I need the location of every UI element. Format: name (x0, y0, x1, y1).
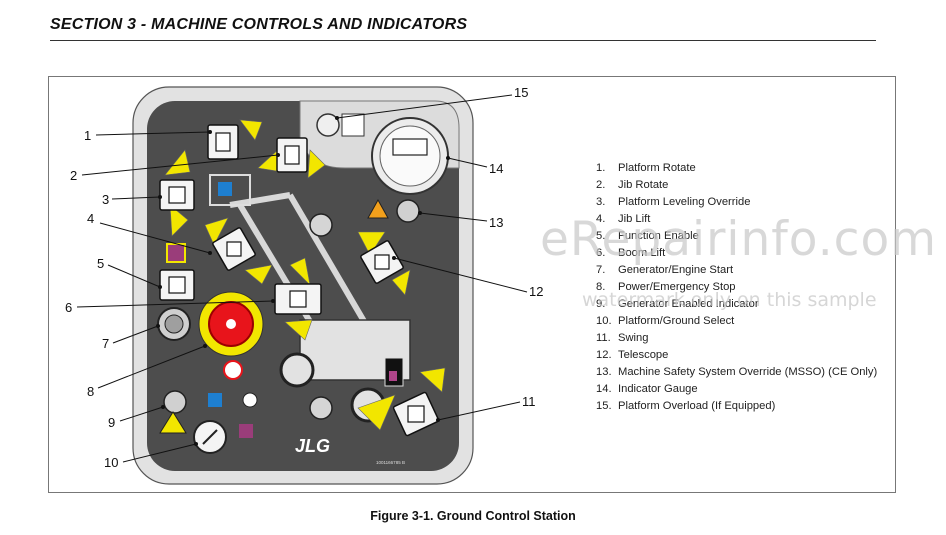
switch-knobs (168, 132, 425, 423)
legend-item: 7.Generator/Engine Start (596, 264, 734, 276)
watermark-main: eRepairinfo.com (540, 212, 938, 267)
emergency-stop-dot (226, 319, 236, 329)
msso-warning-icon (367, 198, 389, 219)
legend-item: 14.Indicator Gauge (596, 383, 698, 395)
legend-item: 3.Platform Leveling Override (596, 196, 751, 208)
overload-icon (341, 113, 365, 137)
generator-warning-icon (159, 411, 187, 434)
watermark-sub: watermark only on this sample (582, 289, 877, 311)
callout-3: 3 (102, 192, 109, 207)
callout-leader-lines (76, 94, 528, 463)
callout-9: 9 (108, 415, 115, 430)
select-indicator-magenta (239, 424, 253, 438)
legend-item: 9.Generator Enabled Indicator (596, 298, 759, 310)
callout-13: 13 (489, 215, 503, 230)
power-icon (223, 360, 243, 380)
msso-button (396, 199, 420, 223)
platform-basket (209, 174, 251, 206)
legend-item: 13.Machine Safety System Override (MSSO)… (596, 366, 878, 378)
section-title: SECTION 3 - MACHINE CONTROLS AND INDICAT… (50, 16, 468, 33)
round-plug-lower (309, 396, 333, 420)
legend-item: 2.Jib Rotate (596, 179, 669, 191)
callout-14: 14 (489, 161, 503, 176)
key-slot (202, 429, 218, 445)
callout-7: 7 (102, 336, 109, 351)
callout-2: 2 (70, 168, 77, 183)
indicator-gauge-face (379, 125, 441, 187)
machine-cab-decal (389, 371, 397, 381)
figure-frame (48, 76, 896, 493)
generator-enabled-indicator (163, 390, 187, 414)
machine-wheel-left (279, 352, 315, 388)
brand-logo: JLG (295, 436, 330, 456)
legend-item: 4.Jib Lift (596, 213, 651, 225)
callout-12: 12 (529, 284, 543, 299)
select-indicator-white (242, 392, 258, 408)
legend-item: 11.Swing (596, 332, 649, 344)
legend-item: 6.Boom Lift (596, 247, 666, 259)
generator-engine-start-cap (164, 314, 184, 334)
direction-arrows (164, 119, 446, 431)
section-header: SECTION 3 - MACHINE CONTROLS AND INDICAT… (50, 16, 876, 41)
callout-11: 11 (522, 394, 536, 409)
platform-icon-blue (218, 182, 232, 196)
callout-5: 5 (97, 256, 104, 271)
function-enable-tag (166, 243, 186, 263)
round-plug-upper (309, 213, 333, 237)
legend-item: 10.Platform/Ground Select (596, 315, 735, 327)
legend-item: 12.Telescope (596, 349, 669, 361)
callout-15: 15 (514, 85, 528, 100)
callout-dots (156, 116, 450, 446)
callout-10: 10 (104, 455, 118, 470)
indicator-gauge-display (392, 138, 428, 156)
figure-caption: Figure 3-1. Ground Control Station (370, 509, 576, 523)
callout-8: 8 (87, 384, 94, 399)
callout-6: 6 (65, 300, 72, 315)
platform-overload-light (316, 113, 340, 137)
legend-list: 1.Platform Rotate 2.Jib Rotate 3.Platfor… (596, 160, 877, 415)
part-number: 1001166785 B (376, 460, 405, 465)
callout-numbers: 1 2 3 4 5 6 7 8 9 10 11 12 13 14 15 (65, 85, 543, 470)
legend-item: 8.Power/Emergency Stop (596, 281, 736, 293)
legend-item: 1.Platform Rotate (596, 162, 696, 174)
select-indicator-blue (208, 393, 222, 407)
legend-item: 5.Function Enable (596, 230, 699, 242)
legend-item: 15.Platform Overload (If Equipped) (596, 400, 776, 412)
callout-4: 4 (87, 211, 94, 226)
callout-1: 1 (84, 128, 91, 143)
